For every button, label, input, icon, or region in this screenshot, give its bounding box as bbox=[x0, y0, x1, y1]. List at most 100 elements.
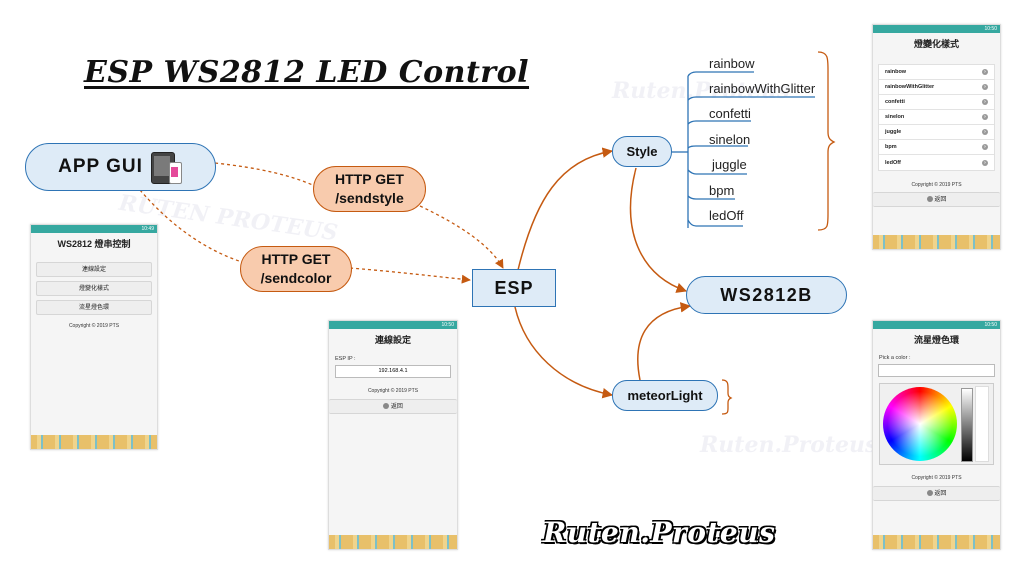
http-path-label: /sendstyle bbox=[335, 190, 404, 206]
color-picker bbox=[879, 383, 994, 465]
color-wheel[interactable] bbox=[883, 387, 957, 461]
back-icon bbox=[383, 403, 390, 410]
http-get-sendcolor-node: HTTP GET /sendcolor bbox=[240, 246, 352, 292]
style-label: Style bbox=[626, 144, 658, 159]
main-control-screen: 10:49 WS2812 燈串控制 連線設定 燈變化樣式 流星燈色環 Copyr… bbox=[30, 224, 158, 450]
footer-illustration bbox=[31, 435, 157, 449]
style-option-ledoff: ledOff bbox=[709, 208, 744, 223]
style-option-rainbow: rainbow bbox=[709, 56, 755, 71]
style-option-bpm: bpm bbox=[709, 183, 735, 198]
back-icon bbox=[926, 490, 933, 497]
back-label: 返回 bbox=[934, 491, 947, 497]
wire-esp-to-meteor bbox=[514, 306, 614, 399]
color-wheel-screen: 10:50 流星燈色環 Pick a color : Copyright © 2… bbox=[872, 320, 1001, 550]
alpha-track bbox=[975, 386, 989, 462]
http-method-label: HTTP GET bbox=[261, 251, 331, 267]
wire-app-to-sendstyle bbox=[214, 162, 316, 187]
esp-node: ESP bbox=[472, 269, 556, 307]
list-item[interactable]: rainbow › bbox=[879, 65, 994, 80]
chevron-right-icon: › bbox=[982, 69, 988, 75]
status-bar: 10:49 bbox=[31, 225, 157, 233]
back-label: 返回 bbox=[390, 404, 403, 410]
http-method-label: HTTP GET bbox=[335, 171, 404, 187]
ws2812b-label: WS2812B bbox=[720, 284, 813, 305]
chevron-right-icon: › bbox=[982, 114, 988, 120]
chevron-right-icon: › bbox=[982, 129, 988, 135]
list-item[interactable]: confetti › bbox=[879, 95, 994, 110]
meteor-light-label: meteorLight bbox=[627, 388, 703, 403]
copyright-text: Copyright © 2019 PTS bbox=[911, 475, 962, 481]
connection-settings-button[interactable]: 連線設定 bbox=[36, 262, 152, 277]
style-list: rainbow › rainbowWithGlitter › confetti › s… bbox=[878, 64, 995, 171]
tablet-phone-icon bbox=[150, 150, 183, 184]
back-button[interactable]: 返回 bbox=[329, 399, 457, 414]
style-brace bbox=[817, 51, 836, 231]
screen-title: 連線設定 bbox=[374, 335, 411, 345]
style-tree bbox=[672, 71, 815, 228]
brightness-slider[interactable] bbox=[961, 388, 973, 462]
watermark: Ruten.Proteus bbox=[612, 78, 790, 104]
esp-ip-input[interactable]: 192.168.4.1 bbox=[335, 365, 451, 378]
list-item[interactable]: juggle › bbox=[879, 125, 994, 140]
app-gui-label: APP GUI bbox=[58, 156, 143, 177]
style-option-juggle: juggle bbox=[712, 157, 747, 172]
footer-illustration bbox=[873, 535, 1000, 549]
wire-esp-to-style bbox=[517, 147, 614, 271]
style-option-confetti: confetti bbox=[709, 106, 751, 121]
list-item[interactable]: sinelon › bbox=[879, 110, 994, 125]
copyright-text: Copyright © 2019 PTS bbox=[367, 388, 419, 394]
status-bar: 10:50 bbox=[873, 321, 1000, 329]
style-option-rainbowwithglitter: rainbowWithGlitter bbox=[709, 81, 816, 96]
list-item[interactable]: ledOff › bbox=[879, 155, 994, 170]
http-path-label: /sendcolor bbox=[260, 270, 332, 286]
style-list-screen: 10:50 燈變化樣式 rainbow › rainbowWithGlitter ›… bbox=[872, 24, 1001, 250]
list-item[interactable]: bpm › bbox=[879, 140, 994, 155]
wire-style-to-ws2812b bbox=[629, 167, 687, 293]
watermark: Ruten.Proteus bbox=[700, 432, 878, 458]
screen-title: 燈變化樣式 bbox=[913, 39, 959, 49]
diagram-title: ESP WS2812 LED Control bbox=[84, 55, 530, 90]
style-node: Style bbox=[612, 136, 672, 167]
esp-label: ESP bbox=[494, 277, 534, 298]
list-item-label: bpm bbox=[885, 144, 897, 150]
back-label: 返回 bbox=[934, 197, 947, 203]
ws2812b-node: WS2812B bbox=[686, 276, 847, 314]
list-item-label: rainbow bbox=[885, 69, 907, 75]
signature-logo: Ruten.Proteus bbox=[543, 516, 776, 549]
color-value-input[interactable] bbox=[878, 364, 995, 377]
back-button[interactable]: 返回 bbox=[873, 192, 1000, 207]
chevron-right-icon: › bbox=[982, 84, 988, 90]
connection-settings-screen: 10:50 連線設定 ESP IP : 192.168.4.1 Copyrigh… bbox=[328, 320, 458, 550]
back-button[interactable]: 返回 bbox=[873, 486, 1000, 501]
copyright-text: Copyright © 2019 PTS bbox=[911, 182, 962, 188]
wire-sendstyle-to-esp bbox=[419, 205, 504, 269]
app-gui-node: APP GUI bbox=[25, 143, 216, 191]
wire-meteor-to-ws2812b bbox=[637, 302, 692, 381]
style-option-sinelon: sinelon bbox=[709, 132, 751, 147]
footer-illustration bbox=[329, 535, 457, 549]
chevron-right-icon: › bbox=[982, 144, 988, 150]
list-item-label: ledOff bbox=[885, 159, 901, 166]
wire-sendcolor-to-esp bbox=[349, 267, 471, 284]
chevron-right-icon: › bbox=[982, 99, 988, 105]
esp-ip-label: ESP IP : bbox=[335, 356, 356, 362]
footer-illustration bbox=[873, 235, 1000, 249]
meteor-color-wheel-button[interactable]: 流星燈色環 bbox=[36, 300, 152, 315]
list-item[interactable]: rainbowWithGlitter › bbox=[879, 80, 994, 95]
http-get-sendstyle-node: HTTP GET /sendstyle bbox=[313, 166, 426, 212]
list-item-label: sinelon bbox=[885, 114, 905, 120]
status-bar: 10:50 bbox=[873, 25, 1000, 33]
pick-color-label: Pick a color : bbox=[879, 355, 911, 361]
meteor-light-node: meteorLight bbox=[612, 380, 718, 411]
list-item-label: juggle bbox=[885, 129, 902, 135]
light-style-button[interactable]: 燈變化樣式 bbox=[36, 281, 152, 296]
list-item-label: confetti bbox=[885, 99, 905, 105]
copyright-text: Copyright © 2019 PTS bbox=[68, 323, 120, 329]
status-bar: 10:50 bbox=[329, 321, 457, 329]
meteor-brace bbox=[721, 379, 733, 415]
list-item-label: rainbowWithGlitter bbox=[885, 84, 935, 90]
screen-title: WS2812 燈串控制 bbox=[57, 239, 131, 249]
chevron-right-icon: › bbox=[982, 159, 988, 166]
back-icon bbox=[926, 196, 933, 203]
